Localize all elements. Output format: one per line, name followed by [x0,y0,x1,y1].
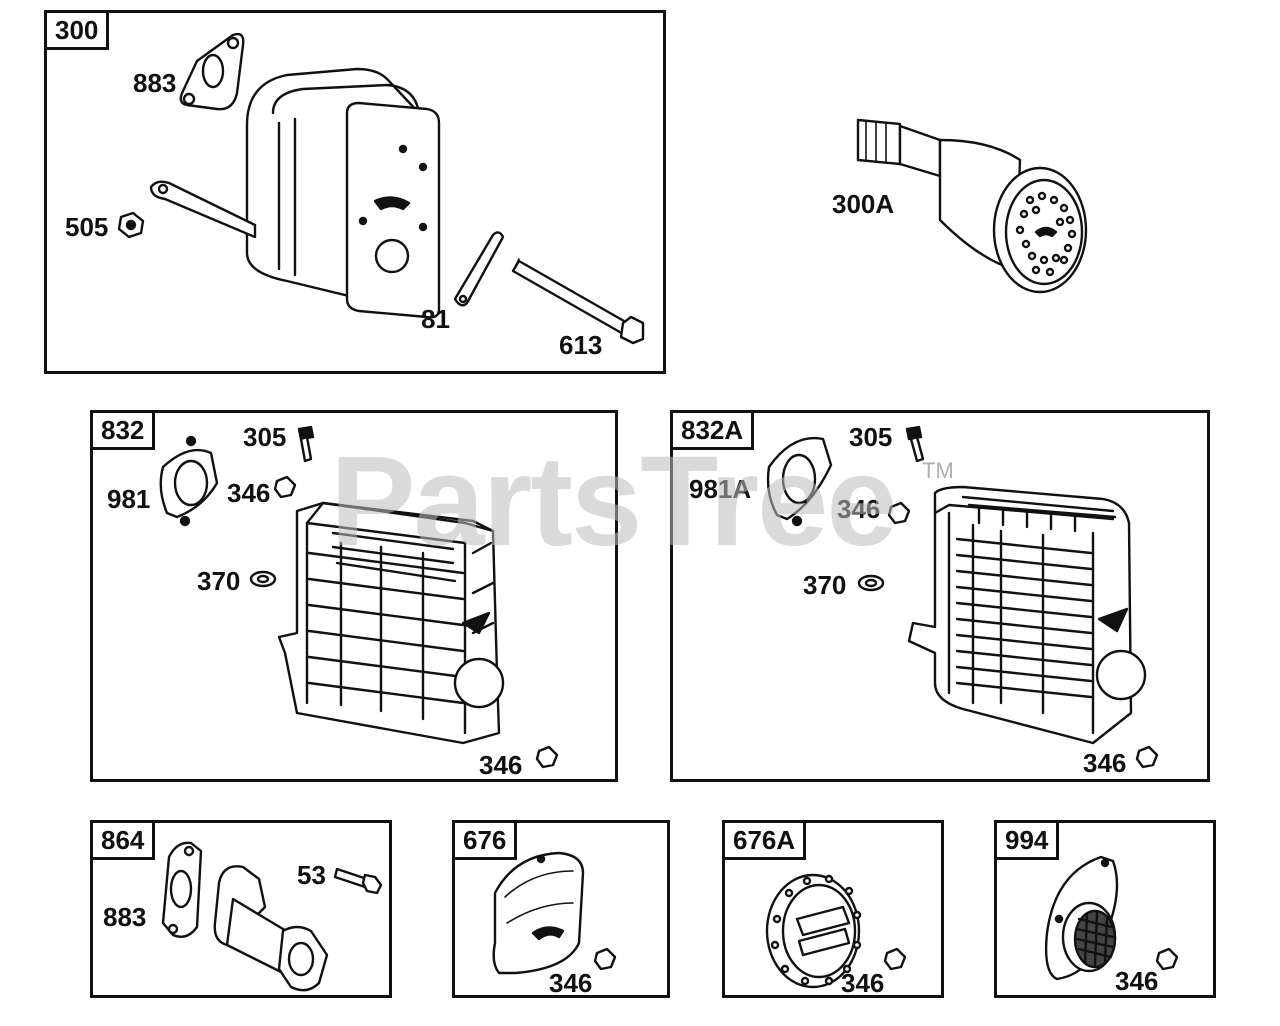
muffler-drawing [117,32,645,345]
panel-832: 832 305 981 346 370 346 [90,410,618,782]
panel-tag-994: 994 [994,820,1060,860]
label-346-lower: 346 [479,750,523,780]
label-81: 81 [421,304,450,334]
panel-tag-300: 300 [44,10,110,50]
label-305: 305 [243,422,287,452]
watermark: PartsTree [330,430,897,573]
panel-tag-832: 832 [90,410,156,450]
panel-tag-676a: 676A [722,820,807,860]
label-883: 883 [103,902,147,932]
guard-drawing [159,425,559,769]
label-346: 346 [227,478,271,508]
label-370: 370 [803,570,847,600]
panel-tag-832a: 832A [670,410,755,450]
guard-a-drawing [766,425,1159,769]
label-505: 505 [65,212,109,242]
label-346: 346 [841,968,885,998]
label-883: 883 [133,68,177,98]
label-981: 981 [107,484,151,514]
label-346: 346 [1115,966,1159,996]
label-53: 53 [297,860,326,890]
label-981a: 981A [689,474,752,504]
exhaust-pipe-drawing [161,841,383,992]
panel-832a: 832A 305 981A 346 370 [670,410,1210,782]
watermark-tm: TM [922,458,954,483]
deflector-drawing [492,851,617,975]
round-deflector-drawing [765,873,907,989]
panel-864: 864 883 53 [90,820,392,998]
panel-676: 676 346 [452,820,670,998]
label-346: 346 [549,968,593,998]
label-346-lower: 346 [1083,748,1127,778]
label-305: 305 [849,422,893,452]
label-346: 346 [837,494,881,524]
panel-300: 300 883 505 81 613 [44,10,666,374]
round-muffler-drawing [856,118,1088,294]
label-613: 613 [559,330,603,360]
label-300a: 300A [832,189,895,219]
panel-994: 994 346 [994,820,1216,998]
spark-arrester-drawing [1044,855,1179,981]
panel-tag-676: 676 [452,820,518,860]
label-370: 370 [197,566,241,596]
panel-676a: 676A 346 [722,820,944,998]
panel-tag-864: 864 [90,820,156,860]
